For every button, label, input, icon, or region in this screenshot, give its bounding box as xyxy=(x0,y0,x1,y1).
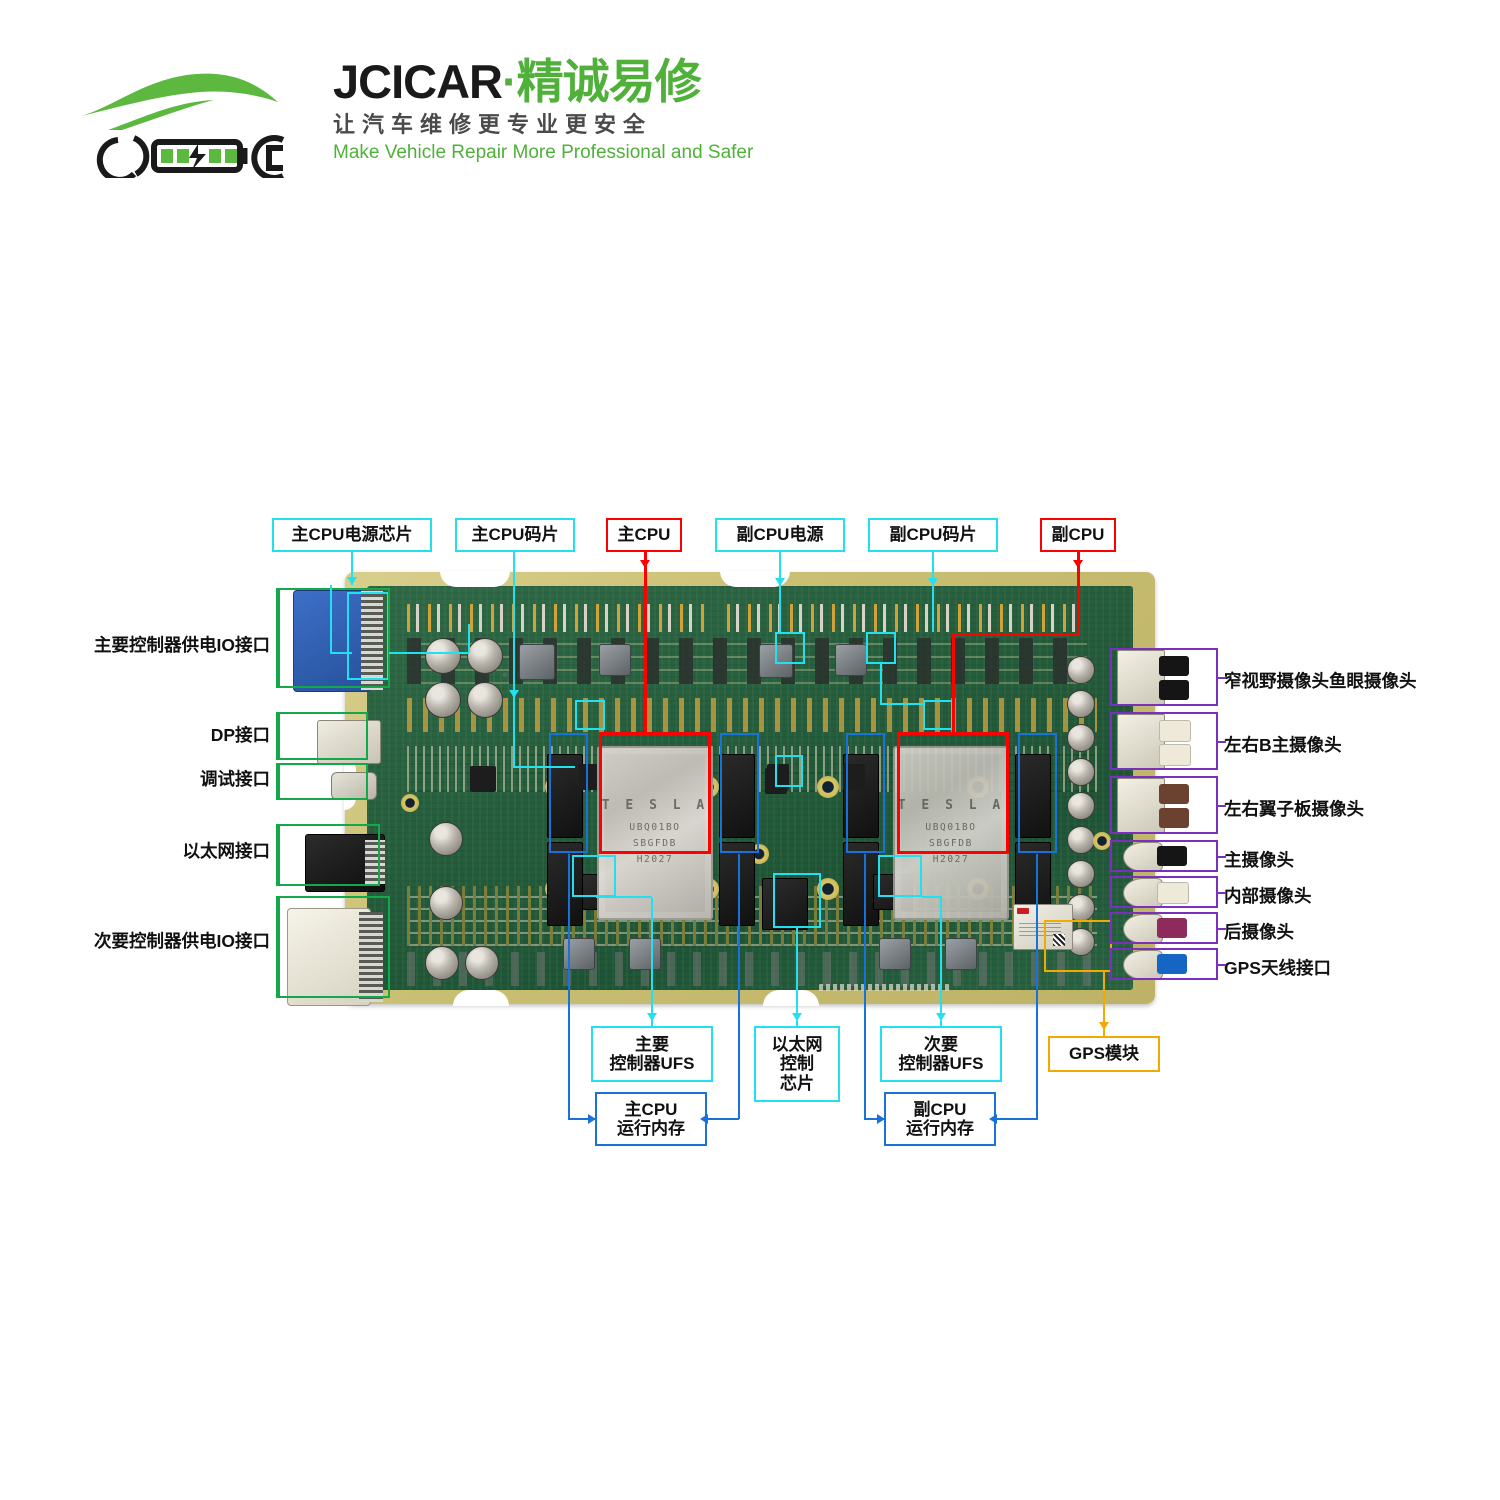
highlight-ethernet-controller-chip xyxy=(773,873,821,928)
callout-sub-cpu-power: 副CPU电源 xyxy=(715,518,845,552)
fakra-connector-3 xyxy=(1117,778,1165,834)
highlight-sub-cpu xyxy=(897,732,1009,854)
callout-main-controller-ufs: 主要 控制器UFS xyxy=(591,1026,713,1082)
brand-logo: JCICAR·精诚易修 让汽车维修更专业更安全 Make Vehicle Rep… xyxy=(78,55,753,188)
logo-separator: · xyxy=(501,55,518,108)
logo-mark xyxy=(78,58,308,183)
label-camera-narrow-fisheye: 窄视野摄像头鱼眼摄像头 xyxy=(1224,671,1417,691)
highlight-sub-cpu-dram-left xyxy=(846,733,885,853)
callout-gps-module: GPS模块 xyxy=(1048,1036,1160,1072)
connector-dp xyxy=(317,720,381,764)
logo-slogan-en: Make Vehicle Repair More Professional an… xyxy=(333,142,754,163)
highlight-main-cpu-dram-left xyxy=(549,733,588,853)
highlight-debug-port xyxy=(278,763,368,800)
label-camera-bpillar: 左右B主摄像头 xyxy=(1224,735,1342,755)
logo-name-cn: 精诚易修 xyxy=(516,55,702,108)
highlight-main-ufs-chip xyxy=(572,855,616,897)
highlight-camera-rear xyxy=(1110,912,1218,944)
highlight-gps-module xyxy=(1044,920,1112,972)
highlight-camera-interior xyxy=(1110,876,1218,908)
highlight-camera-narrow-fisheye xyxy=(1110,648,1218,706)
label-main-power-io: 主要控制器供电IO接口 xyxy=(94,635,270,655)
callout-main-cpu-dram: 主CPU 运行内存 xyxy=(595,1092,707,1146)
highlight-secondary-power-io xyxy=(278,896,390,998)
logo-slogan-cn: 让汽车维修更专业更安全 xyxy=(333,112,653,137)
soc-primary-line2: UBQ01BO xyxy=(629,822,681,833)
highlight-sub-cpu-code-chip-2 xyxy=(923,700,953,730)
logo-wordmark: JCICAR·精诚易修 xyxy=(333,54,793,110)
soc-secondary-line4: H2027 xyxy=(932,854,970,865)
callout-main-cpu: 主CPU xyxy=(606,518,682,552)
soc-secondary-line2: UBQ01BO xyxy=(925,822,977,833)
highlight-camera-main xyxy=(1110,840,1218,872)
label-secondary-power-io: 次要控制器供电IO接口 xyxy=(94,931,270,951)
callout-sub-cpu-code-chip: 副CPU码片 xyxy=(868,518,998,552)
label-camera-interior: 内部摄像头 xyxy=(1224,886,1312,906)
highlight-main-power-io xyxy=(278,588,390,688)
soc-secondary-brand: T E S L A xyxy=(897,798,1005,813)
label-camera-rear: 后摄像头 xyxy=(1224,922,1294,942)
label-ethernet-port: 以太网接口 xyxy=(182,841,271,861)
callout-main-cpu-code-chip: 主CPU码片 xyxy=(455,518,575,552)
callout-main-cpu-power-chip: 主CPU电源芯片 xyxy=(272,518,432,552)
highlight-camera-bpillar xyxy=(1110,712,1218,770)
soc-primary-brand: T E S L A xyxy=(601,798,709,813)
car-silhouette-icon xyxy=(82,73,278,130)
highlight-sub-cpu-code-chip xyxy=(866,632,896,664)
highlight-ethernet-port xyxy=(278,824,380,886)
soc-primary-line4: H2027 xyxy=(636,854,674,865)
logo-name-en: JCICAR xyxy=(333,55,503,108)
highlight-secondary-ufs-chip xyxy=(878,855,922,897)
label-dp-port: DP接口 xyxy=(210,725,270,745)
callout-secondary-controller-ufs: 次要 控制器UFS xyxy=(880,1026,1002,1082)
highlight-center-chip xyxy=(775,755,803,787)
highlight-dp-port xyxy=(278,712,368,760)
label-camera-main: 主摄像头 xyxy=(1224,850,1294,870)
soc-secondary-line3: SBGFDB xyxy=(929,838,973,849)
highlight-main-cpu xyxy=(599,732,711,854)
highlight-gps-antenna-port xyxy=(1110,948,1218,980)
highlight-sub-cpu-power xyxy=(775,632,805,664)
highlight-main-cpu-dram-right xyxy=(720,733,759,853)
bolt-icon xyxy=(189,144,206,170)
label-camera-fender: 左右翼子板摄像头 xyxy=(1224,799,1364,819)
soc-primary: T E S L A UBQ01BO SBGFDB H2027 xyxy=(597,746,713,920)
pcb-substrate: T E S L A UBQ01BO SBGFDB H2027 T E S L A… xyxy=(367,586,1133,991)
soc-secondary: T E S L A UBQ01BO SBGFDB H2027 xyxy=(893,746,1009,920)
label-debug-port: 调试接口 xyxy=(200,769,270,789)
callout-ethernet-controller-chip: 以太网 控制 芯片 xyxy=(754,1026,840,1102)
highlight-camera-fender xyxy=(1110,776,1218,834)
highlight-main-cpu-code-chip xyxy=(575,700,605,730)
connector-main-power-io xyxy=(293,590,371,692)
callout-sub-cpu: 副CPU xyxy=(1040,518,1116,552)
callout-sub-cpu-dram: 副CPU 运行内存 xyxy=(884,1092,996,1146)
highlight-sub-cpu-dram-right xyxy=(1018,733,1057,853)
label-gps-antenna-port: GPS天线接口 xyxy=(1224,958,1331,978)
soc-primary-line3: SBGFDB xyxy=(633,838,677,849)
